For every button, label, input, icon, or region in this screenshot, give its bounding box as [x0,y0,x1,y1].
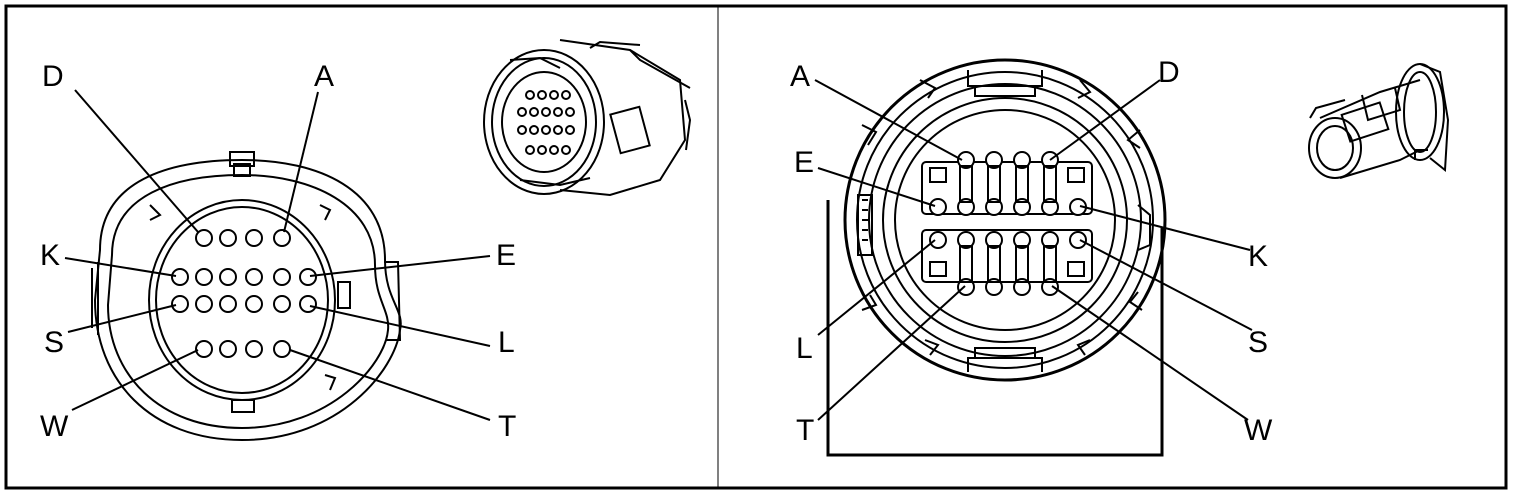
left-label-s: S [44,326,64,359]
right-pin [1013,151,1031,169]
left-label-k: K [40,239,60,272]
left-pin [273,340,291,358]
left-pin [195,295,213,313]
thumbnail-pin [525,145,535,155]
left-pin [299,268,317,286]
left-pin-array [171,229,317,358]
left-pin [219,295,237,313]
left-pin [195,229,213,247]
right-pin [985,151,1003,169]
left-label-w: W [40,410,69,443]
terminal-link [1043,245,1057,283]
left-label-e: E [496,239,516,272]
left-label-d: D [42,60,64,93]
left-pin [273,268,291,286]
left-pin [245,268,263,286]
left-pin [219,229,237,247]
thumbnail-pin [553,107,563,117]
thumbnail-pin [541,107,551,117]
thumbnail-pin [537,145,547,155]
thumbnail-pin [517,107,527,117]
left-pin [273,295,291,313]
thumbnail-pin [553,125,563,135]
right-pin [1041,231,1059,249]
thumbnail-pin [565,107,575,117]
outer-frame [4,4,1508,490]
left-label-t: T [498,410,516,443]
right-pin-array [929,151,1087,296]
terminal-link [987,245,1001,283]
left-label-a: A [314,60,334,93]
thumbnail-pin [549,90,559,100]
left-pin [195,340,213,358]
right-connector-face [826,58,1167,457]
left-pin [171,268,189,286]
right-pin [957,151,975,169]
left-pin [195,268,213,286]
left-pin [171,295,189,313]
right-label-k: K [1248,240,1268,273]
left-pin [219,268,237,286]
left-connector-3d-thumbnail [483,39,692,197]
left-pin [245,229,263,247]
thumbnail-pin [561,145,571,155]
right-label-l: L [796,332,813,365]
right-pin [1013,231,1031,249]
thumbnail-pin [549,145,559,155]
terminal-link [1043,165,1057,203]
right-pin [1069,231,1087,249]
right-label-e: E [794,146,814,179]
left-label-l: L [498,326,515,359]
thumbnail-pin [565,125,575,135]
terminal-link [987,165,1001,203]
right-label-d: D [1158,56,1180,89]
thumbnail-pin [529,125,539,135]
thumbnail-pin [541,125,551,135]
thumbnail-pin-array [517,90,575,155]
left-pin [245,295,263,313]
left-pin [299,295,317,313]
thumbnail-pin [537,90,547,100]
terminal-link [1015,165,1029,203]
right-label-a: A [790,60,810,93]
right-connector-3d-thumbnail [1308,63,1450,179]
right-label-w: W [1244,414,1273,447]
left-connector-face [91,151,402,442]
left-pin [273,229,291,247]
thumbnail-pin [517,125,527,135]
left-pin [245,340,263,358]
right-pin [985,231,1003,249]
thumbnail-pin [561,90,571,100]
terminal-link [959,165,973,203]
right-leader-lines [814,79,1253,421]
right-pin [957,231,975,249]
right-pin [929,231,947,249]
right-pin [929,198,947,216]
right-label-t: T [796,414,814,447]
terminal-link [1015,245,1029,283]
thumbnail-pin [525,90,535,100]
left-leader-lines [64,89,491,421]
right-label-s: S [1248,326,1268,359]
left-pin [219,340,237,358]
terminal-link [959,245,973,283]
thumbnail-pin [529,107,539,117]
